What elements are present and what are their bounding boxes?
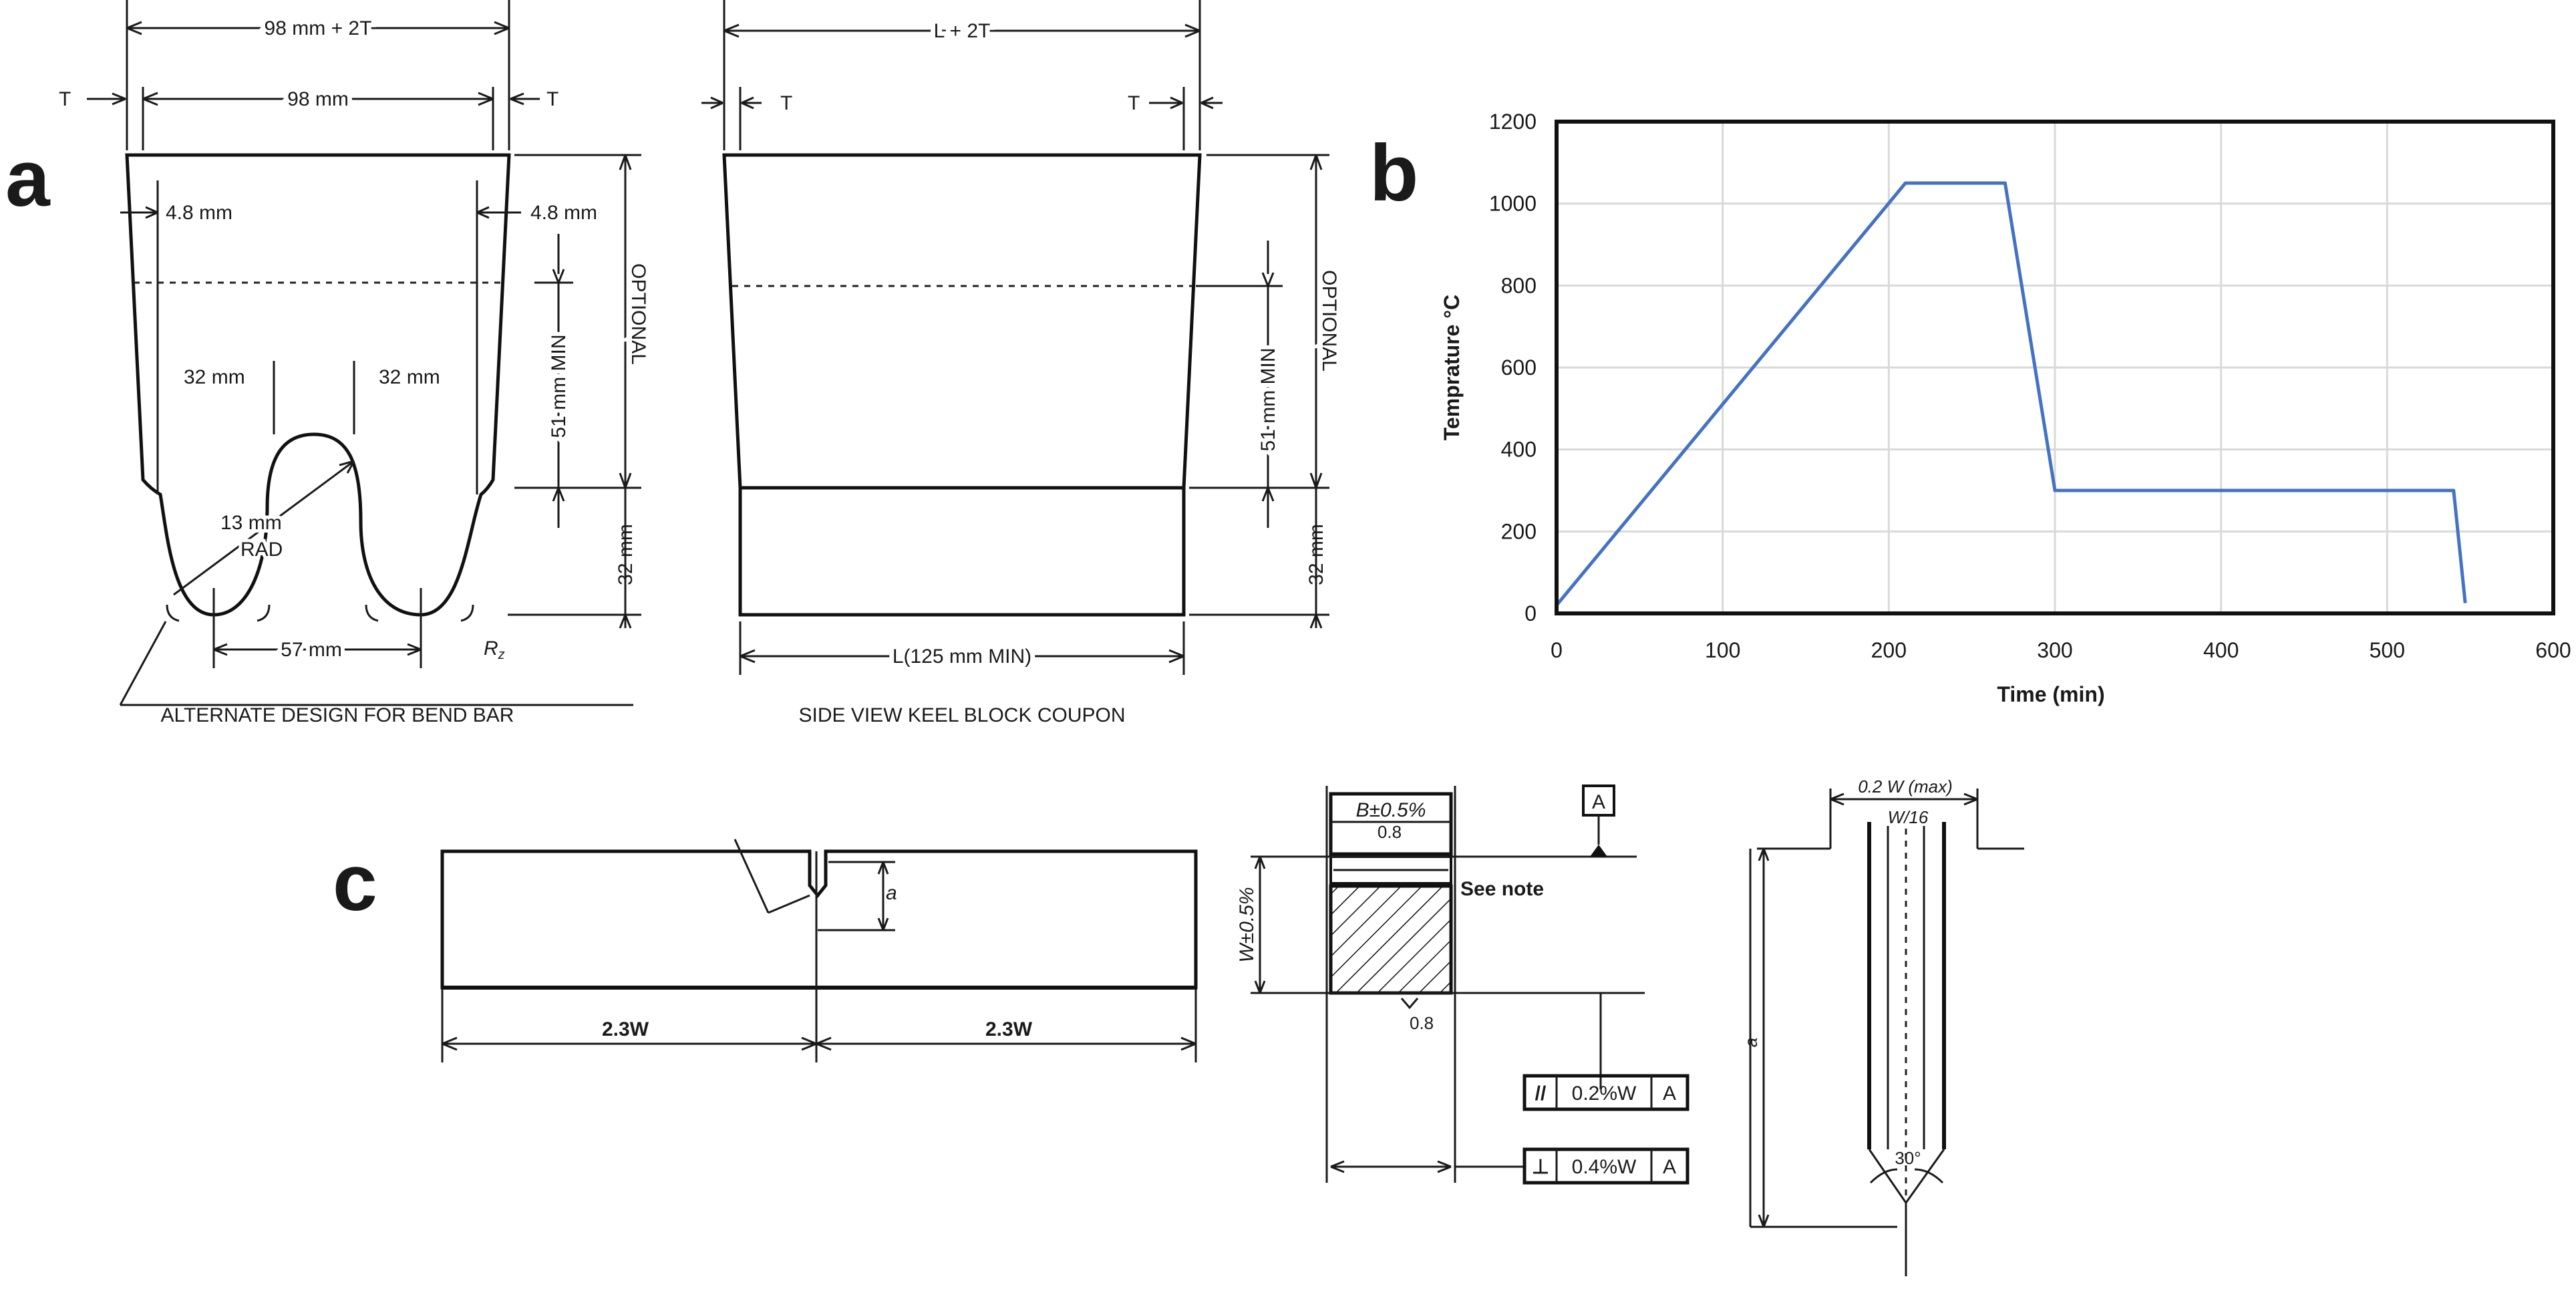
parallelism-frame: // 0.2%W A xyxy=(1522,1074,1689,1111)
parallelism-datum: A xyxy=(1663,1083,1676,1105)
notch-detail: 0.2 W (max) W/16 30° a xyxy=(1741,776,2024,1276)
temperature-time-chart: 0 100 200 300 400 500 600 0 200 400 600 800 1000 1200… xyxy=(1440,110,2571,706)
optional-label: OPTIONAL xyxy=(627,263,649,365)
t-left-label: T xyxy=(59,88,71,110)
perpendicularity-frame: ⊥ 0.4%W A xyxy=(1522,1147,1689,1185)
section-top-box xyxy=(1329,792,1453,856)
bar-outline xyxy=(440,849,1198,990)
side-height-lower-label: 32 mm xyxy=(1305,524,1327,585)
see-note-label: See note xyxy=(1460,878,1544,900)
offset-right-label: 4.8 mm xyxy=(530,202,597,224)
x-axis-title: Time (min) xyxy=(1997,682,2104,706)
parallelism-symbol: // xyxy=(1535,1083,1547,1105)
x-tick-label: 300 xyxy=(2037,638,2072,662)
slot-width-label: W/16 xyxy=(1888,807,1929,827)
height-tolerance-label: W±0.5% xyxy=(1236,887,1258,962)
offset-left-label: 4.8 mm xyxy=(166,202,232,224)
notch-depth-label: a xyxy=(1741,1038,1761,1047)
t-right-label: T xyxy=(546,88,558,110)
x-tick-label: 500 xyxy=(2370,638,2405,662)
perpendicular-value: 0.4%W xyxy=(1572,1156,1637,1178)
side-caption: SIDE VIEW KEEL BLOCK COUPON xyxy=(798,704,1125,726)
inner-width-label: 98 mm xyxy=(287,88,349,110)
y-tick-label: 1200 xyxy=(1489,110,1537,134)
crack-length-label: a xyxy=(886,882,897,904)
side-length-label: L(125 mm MIN) xyxy=(893,645,1031,668)
side-overall-width-label: L + 2T xyxy=(934,20,991,42)
height-lower-label: 32 mm xyxy=(615,524,637,585)
plot-frame xyxy=(1555,120,2555,615)
y-tick-label: 0 xyxy=(1524,601,1537,625)
height-upper-label: 51 mm MIN xyxy=(548,334,570,438)
y-tick-label: 400 xyxy=(1501,438,1537,462)
y-tick-label: 800 xyxy=(1501,273,1537,297)
notch-angle-label: 30° xyxy=(1895,1148,1921,1168)
leg-spacing-label: 57 mm xyxy=(281,639,342,661)
overall-width-label: 98 mm + 2T xyxy=(265,17,372,39)
chart-ticks: 0 100 200 300 400 500 600 0 200 400 600 800 1000 1200 xyxy=(1489,110,2571,662)
x-tick-label: 100 xyxy=(1705,638,1740,662)
panel-letter-b: b xyxy=(1370,128,1418,218)
corner-radius-label: Rz xyxy=(484,637,505,662)
roughness-top-label: 0.8 xyxy=(1378,822,1402,842)
chart-gridlines xyxy=(1555,120,2555,615)
span-left-label: 2.3W xyxy=(602,1018,649,1040)
front-caption: ALTERNATE DESIGN FOR BEND BAR xyxy=(161,704,514,726)
bend-bar-front-view: 98 mm + 2T 98 mm T T 4.8 mm 4.8 mm 32 mm… xyxy=(59,0,653,726)
senb-bar: a 2.3W 2.3W xyxy=(440,839,1198,1062)
y-tick-label: 200 xyxy=(1501,519,1537,543)
gap-left-label: 32 mm xyxy=(184,366,245,388)
x-tick-label: 200 xyxy=(1871,638,1907,662)
side-t-left-label: T xyxy=(780,92,792,114)
radius-value-label: 13 mm xyxy=(220,512,282,534)
panel-letter-a: a xyxy=(5,134,51,223)
side-optional-label: OPTIONAL xyxy=(1318,270,1340,372)
y-axis-title: Temprature °C xyxy=(1440,295,1464,440)
x-tick-label: 600 xyxy=(2535,638,2571,662)
bend-bar-outline xyxy=(125,153,511,617)
roughness-bottom-label: 0.8 xyxy=(1410,1013,1434,1033)
y-tick-label: 600 xyxy=(1501,355,1537,380)
cross-section: B±0.5% 0.8 W±0.5% See note 0.8 A // 0.2%… xyxy=(1236,784,1689,1185)
keel-block-outline xyxy=(722,153,1202,617)
datum-label: A xyxy=(1592,791,1605,813)
notch-width-label: 0.2 W (max) xyxy=(1858,776,1953,797)
radius-unit-label: RAD xyxy=(240,539,283,561)
keel-block-side-view: L + 2T T T OPTIONAL 51 mm MIN 32 mm xyxy=(701,0,1344,726)
gap-right-label: 32 mm xyxy=(379,366,440,388)
section-hatched xyxy=(1329,884,1453,995)
chart-series xyxy=(1555,181,2467,607)
width-tolerance-label: B±0.5% xyxy=(1356,799,1426,821)
y-tick-label: 1000 xyxy=(1489,192,1537,216)
series-line-0 xyxy=(1555,181,2467,607)
x-tick-label: 0 xyxy=(1551,638,1563,662)
perpendicular-symbol: ⊥ xyxy=(1532,1156,1549,1178)
x-tick-label: 400 xyxy=(2203,638,2239,662)
perpendicular-datum: A xyxy=(1663,1156,1676,1178)
parallelism-value: 0.2%W xyxy=(1572,1083,1637,1105)
panel-letter-c: c xyxy=(333,838,377,927)
span-right-label: 2.3W xyxy=(985,1018,1033,1040)
side-t-right-label: T xyxy=(1128,92,1140,114)
side-height-upper-label: 51 mm MIN xyxy=(1257,347,1279,451)
